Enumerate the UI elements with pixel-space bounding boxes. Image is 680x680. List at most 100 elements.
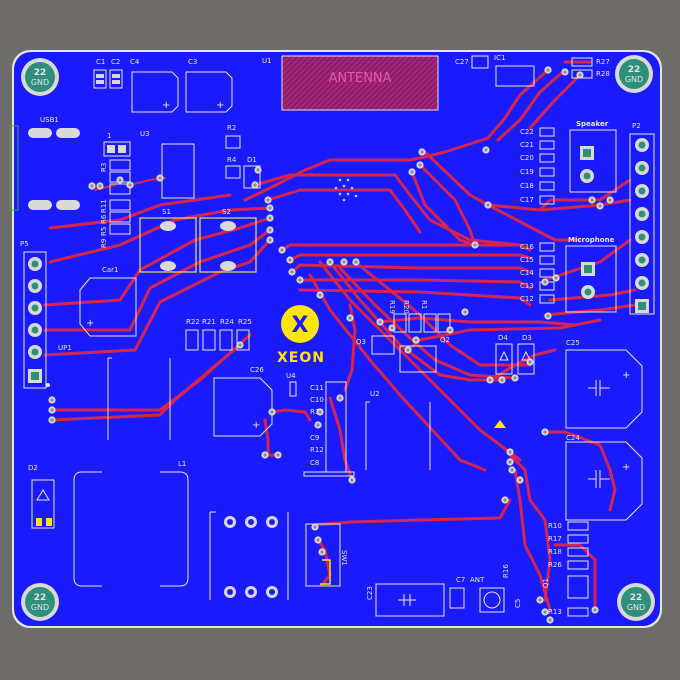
via-hole: [276, 453, 280, 457]
diodes-d4-d3: D4 D3: [495, 334, 535, 375]
via-hole: [298, 278, 302, 282]
svg-text:C10: C10: [310, 396, 324, 404]
via-hole: [313, 525, 317, 529]
header-p2: P2: [629, 122, 655, 315]
via-hole: [316, 538, 320, 542]
svg-text:R4: R4: [227, 156, 237, 164]
antenna-connector: C7 ANT R16 C5: [449, 564, 522, 613]
svg-text:C26: C26: [250, 366, 264, 374]
via-hole: [508, 460, 512, 464]
svg-text:R6: R6: [100, 214, 108, 224]
svg-text:C14: C14: [520, 269, 534, 277]
ic1-area: C27 IC1 R27 R28: [455, 54, 610, 87]
svg-text:+: +: [622, 370, 630, 381]
via-hole: [563, 70, 567, 74]
mount-hole-bottom-right: 22 GND: [617, 583, 655, 621]
svg-text:C18: C18: [520, 182, 534, 190]
u4-chip: U4: [286, 372, 297, 397]
svg-text:R5: R5: [100, 227, 108, 236]
switch-s1: S1: [139, 208, 197, 273]
svg-text:C8: C8: [310, 459, 319, 467]
svg-text:R27: R27: [596, 58, 610, 66]
u3-regulator: U3: [140, 130, 195, 199]
mount-holes: 22 GND 22 GND 22 GND 22 GND: [21, 55, 655, 621]
via-hole: [118, 178, 122, 182]
inductor-l1: L1: [73, 460, 189, 587]
via-hole: [268, 216, 272, 220]
label-u1: U1: [262, 57, 272, 65]
antenna-label: ANTENNA: [328, 71, 391, 86]
svg-text:C7: C7: [456, 576, 465, 584]
diode-d2: D2: [28, 464, 55, 529]
svg-text:22: 22: [34, 68, 47, 78]
svg-text:D2: D2: [28, 464, 38, 472]
svg-text:Q2: Q2: [440, 336, 450, 344]
cap-c1-c2: C1 C2: [93, 58, 123, 89]
svg-text:D4: D4: [498, 334, 508, 342]
copper-pour: [14, 52, 660, 626]
svg-text:R17: R17: [548, 535, 562, 543]
svg-text:C21: C21: [520, 141, 534, 149]
via-hole: [593, 608, 597, 612]
via-hole: [546, 314, 550, 318]
svg-text:R11: R11: [100, 199, 108, 213]
via-hole: [50, 408, 54, 412]
via-hole: [448, 328, 452, 332]
via-hole: [268, 238, 272, 242]
cap-car1: Car1 +: [79, 266, 137, 337]
via-hole: [348, 316, 352, 320]
via-hole: [508, 450, 512, 454]
via-hole: [90, 184, 94, 188]
via-hole: [268, 206, 272, 210]
svg-text:C27: C27: [455, 58, 469, 66]
via-hole: [98, 184, 102, 188]
transistor-q2: Q2: [399, 336, 450, 373]
svg-text:R22: R22: [186, 318, 200, 326]
resistor-row-r22-r25: R22 R21 R24 R25: [185, 318, 252, 351]
transistor-q3: Q3: [356, 335, 395, 355]
antenna-area: ANTENNA U1: [262, 55, 439, 111]
via-hole: [543, 280, 547, 284]
svg-text:P5: P5: [20, 240, 29, 248]
svg-text:D3: D3: [522, 334, 532, 342]
mount-hole-top-right: 22 GND: [615, 55, 653, 93]
svg-text:R9: R9: [100, 239, 108, 248]
via-hole: [328, 260, 332, 264]
svg-text:R2: R2: [227, 124, 236, 132]
via-hole: [543, 430, 547, 434]
via-hole: [538, 598, 542, 602]
via-hole: [288, 258, 292, 262]
svg-text:GND: GND: [31, 603, 49, 612]
svg-text:S1: S1: [162, 208, 171, 216]
svg-text:R12: R12: [310, 446, 324, 454]
via-hole: [378, 320, 382, 324]
svg-text:1: 1: [107, 132, 111, 140]
svg-text:C16: C16: [520, 243, 534, 251]
via-hole: [253, 183, 257, 187]
via-hole: [50, 418, 54, 422]
svg-text:ANT: ANT: [470, 576, 485, 584]
via-hole: [590, 198, 594, 202]
svg-text:C3: C3: [188, 58, 197, 66]
svg-text:+: +: [86, 318, 94, 329]
microphone-connector: Microphone: [565, 236, 617, 313]
svg-text:+: +: [252, 420, 260, 431]
svg-text:C17: C17: [520, 196, 534, 204]
cap-c3: C3 +: [185, 58, 233, 113]
up1-module: UP1: [46, 344, 171, 440]
cap-c4: C4 +: [130, 58, 179, 113]
cap-c25: C25 +: [565, 339, 643, 429]
via-hole: [350, 478, 354, 482]
svg-text:X: X: [292, 313, 309, 338]
svg-text:D1: D1: [247, 156, 257, 164]
svg-text:C23: C23: [366, 586, 374, 600]
via-hole: [486, 203, 490, 207]
svg-text:GND: GND: [31, 78, 49, 87]
cap-column-c17-c22: C22 C21 C20 C19 C18 C17: [520, 127, 555, 205]
cap-c26: C26 +: [213, 366, 273, 437]
cap-c23: C23: [366, 583, 445, 617]
svg-text:Q3: Q3: [356, 338, 366, 346]
svg-text:C9: C9: [310, 434, 319, 442]
svg-text:C1: C1: [96, 58, 105, 66]
via-hole: [266, 198, 270, 202]
